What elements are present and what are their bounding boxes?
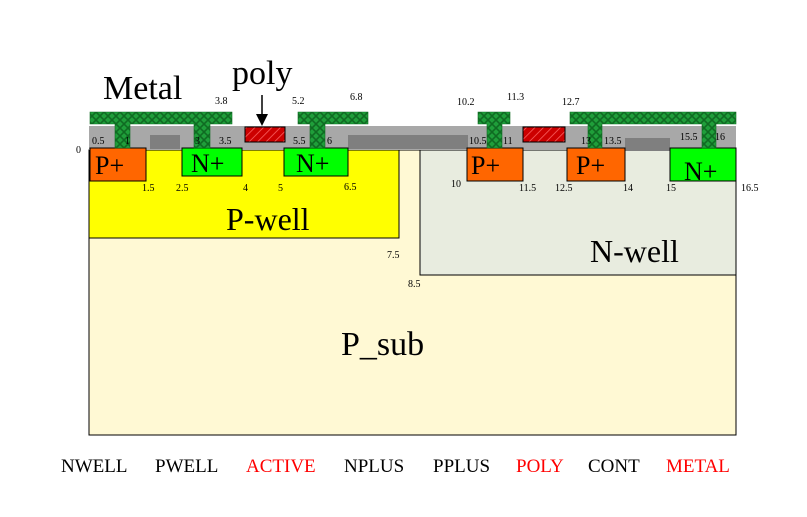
- field-oxide: [150, 135, 180, 149]
- dimension-label: 3.8: [215, 96, 228, 107]
- legend-item-active: ACTIVE: [246, 456, 316, 477]
- poly-label: poly: [232, 55, 292, 92]
- dimension-label: 15: [666, 183, 676, 194]
- layer-legend: NWELL PWELL ACTIVE NPLUS PPLUS POLY CONT…: [61, 456, 730, 477]
- metal-layer: [89, 111, 737, 149]
- dimension-label: 1: [125, 136, 130, 147]
- dimension-label: 13: [581, 136, 591, 147]
- dimension-label: 11: [503, 136, 513, 147]
- field-oxide: [625, 138, 670, 151]
- legend-item-nplus: NPLUS: [344, 456, 404, 477]
- dimension-labels: 0 0.5 1 1.5 2.5 3 3.5 3.8 4 5 5.2 5.5 6 …: [76, 92, 759, 290]
- dimension-label: 3: [195, 136, 200, 147]
- metal-pad: [477, 111, 511, 149]
- n-well-label: N-well: [590, 233, 679, 269]
- metal-label: Metal: [103, 70, 182, 107]
- dimension-label: 5: [278, 183, 283, 194]
- legend-item-nwell: NWELL: [61, 456, 127, 477]
- dimension-label: 4: [243, 183, 248, 194]
- diffusion-label: P+: [95, 151, 124, 180]
- diffusion-label: P+: [471, 151, 500, 180]
- dimension-label: 10: [451, 179, 461, 190]
- legend-item-pwell: PWELL: [155, 456, 218, 477]
- dimension-label: 6: [327, 136, 332, 147]
- metal-pad: [89, 111, 233, 149]
- diffusion-label: N+: [684, 157, 717, 186]
- dimension-label: 5.2: [292, 96, 305, 107]
- poly-gate: [522, 126, 566, 143]
- dimension-label: 6.8: [350, 92, 363, 103]
- dimension-label: 3.5: [219, 136, 232, 147]
- dimension-label: 7.5: [387, 250, 400, 261]
- field-oxide: [348, 135, 468, 149]
- diffusion-label: P+: [576, 151, 605, 180]
- p-plus-diffusion: [566, 147, 626, 182]
- metal-pad: [297, 111, 369, 149]
- legend-item-pplus: PPLUS: [433, 456, 490, 477]
- dimension-label: 1.5: [142, 183, 155, 194]
- p-well-label: P-well: [226, 201, 310, 237]
- diffusion-label: N+: [296, 149, 329, 178]
- dimension-label: 11.3: [507, 92, 524, 103]
- poly-pointer-arrowhead: [256, 114, 268, 126]
- dimension-label: 15.5: [680, 132, 698, 143]
- n-plus-diffusion: [669, 147, 737, 182]
- diffusion-labels: P+ N+ N+ P+ P+ N+: [95, 149, 717, 186]
- dimension-label: 6.5: [344, 182, 357, 193]
- legend-item-cont: CONT: [588, 456, 640, 477]
- p-sub-label: P_sub: [341, 326, 424, 363]
- dimension-label: 0.5: [92, 136, 105, 147]
- dimension-label: 8.5: [408, 279, 421, 290]
- legend-item-poly: POLY: [516, 456, 564, 477]
- diffusion-label: N+: [191, 149, 224, 178]
- dimension-label: 16.5: [741, 183, 759, 194]
- dimension-label: 12.7: [562, 97, 580, 108]
- dimension-label: 2.5: [176, 183, 189, 194]
- dimension-label: 13.5: [604, 136, 622, 147]
- metal-pad: [569, 111, 737, 149]
- legend-item-metal: METAL: [666, 456, 730, 477]
- dimension-label: 11.5: [519, 183, 536, 194]
- dimension-label: 10.2: [457, 97, 475, 108]
- dimension-label: 10.5: [469, 136, 487, 147]
- dimension-label: 0: [76, 145, 81, 156]
- dimension-label: 14: [623, 183, 633, 194]
- dimension-label: 5.5: [293, 136, 306, 147]
- n-plus-diffusion: [181, 147, 243, 177]
- dimension-label: 12.5: [555, 183, 573, 194]
- field-oxide-group: [150, 135, 670, 151]
- poly-gate: [244, 126, 286, 143]
- dimension-label: 16: [715, 132, 725, 143]
